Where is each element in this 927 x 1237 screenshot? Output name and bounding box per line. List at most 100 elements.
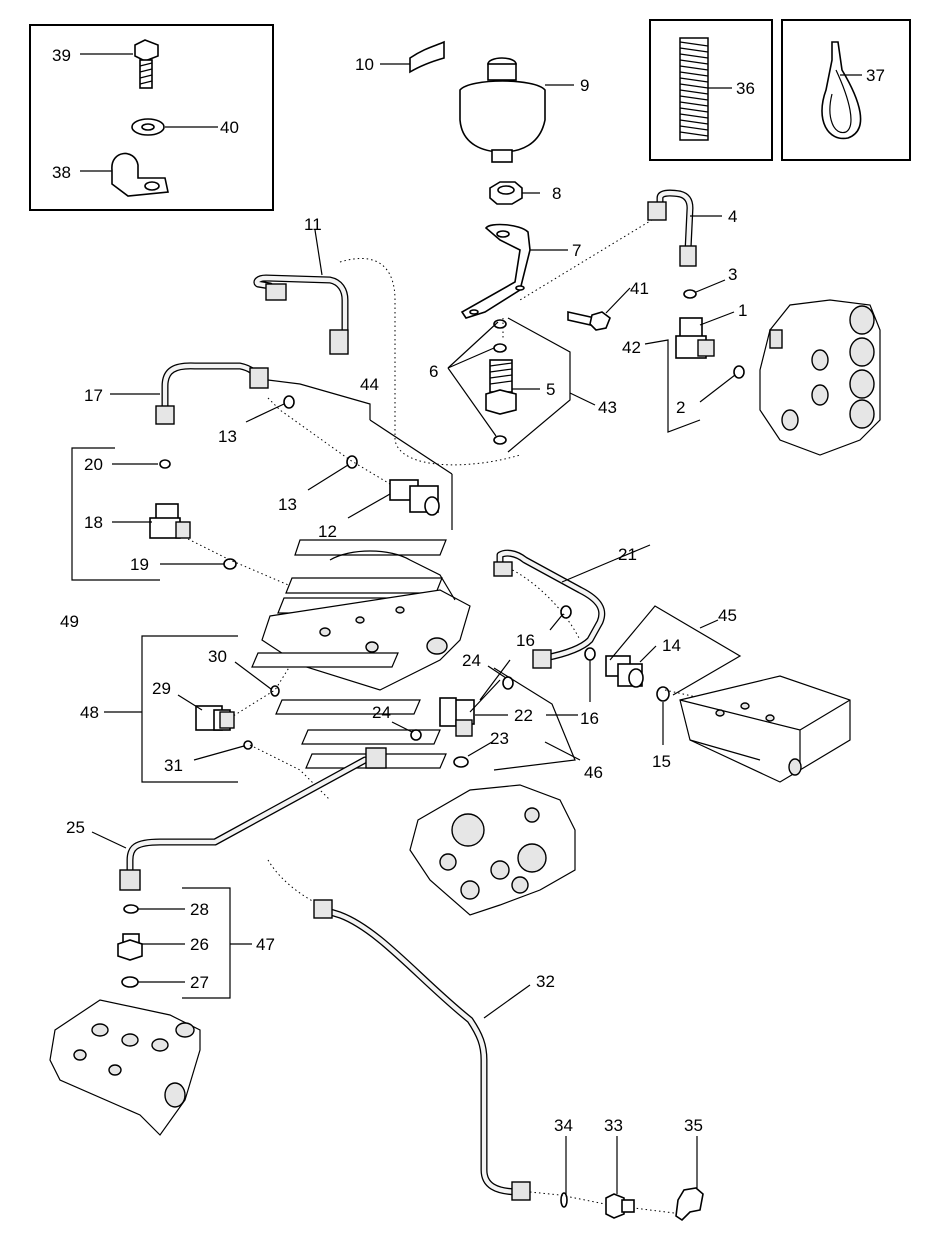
callout-29: 29 (152, 679, 171, 698)
part-29-elbow (195, 705, 235, 731)
valve-block-top-right (759, 299, 881, 456)
callout-44: 44 (360, 375, 379, 394)
part-10-label (409, 40, 445, 74)
inset-box-spring (649, 19, 773, 161)
valve-block-right (679, 675, 851, 783)
part-37-cable-tie (821, 41, 862, 140)
part-24b-oring (410, 729, 422, 741)
callout-19: 19 (130, 555, 149, 574)
callout-22: 22 (514, 706, 533, 725)
callout-11: 11 (304, 215, 322, 234)
part-2-oring (733, 365, 745, 379)
callout-12: 12 (318, 522, 337, 541)
pump-block-middle (409, 784, 576, 916)
callout-41: 41 (630, 279, 649, 298)
callout-24b: 24 (372, 703, 391, 722)
callout-32: 32 (536, 972, 555, 991)
callout-33: 33 (604, 1116, 623, 1135)
part-38-clamp (111, 152, 169, 197)
part-13a-oring (283, 395, 295, 409)
callout-13b: 13 (278, 495, 297, 514)
callout-8: 8 (552, 184, 561, 203)
callout-35: 35 (684, 1116, 703, 1135)
part-17-tube (155, 362, 269, 425)
part-4-tube (647, 189, 697, 267)
part-15-oring (656, 686, 670, 702)
part-11-tube (253, 274, 349, 355)
inset-box-hardware (29, 24, 274, 211)
callout-28: 28 (190, 900, 209, 919)
part-9-accumulator (459, 57, 546, 163)
inset-box-tie (781, 19, 911, 161)
callout-1: 1 (738, 301, 747, 320)
pump-block-lower-left (49, 999, 201, 1136)
callout-21: 21 (618, 545, 637, 564)
part-27-oring (121, 976, 139, 988)
callout-15: 15 (652, 752, 671, 771)
part-26-fitting (117, 933, 143, 961)
part-28-oring (123, 904, 139, 914)
part-14-fitting (605, 655, 644, 688)
part-21-tube (493, 549, 606, 669)
callout-36: 36 (736, 79, 755, 98)
part-40-washer (131, 118, 165, 136)
callout-10: 10 (355, 55, 374, 74)
callout-40: 40 (220, 118, 239, 137)
callout-42: 42 (622, 338, 641, 357)
callout-9: 9 (580, 76, 589, 95)
callout-16a: 16 (516, 631, 535, 650)
part-22-elbow (439, 697, 475, 737)
part-25-tube (119, 747, 387, 891)
callout-20: 20 (84, 455, 103, 474)
callout-26: 26 (190, 935, 209, 954)
callout-18: 18 (84, 513, 103, 532)
part-34-seal (560, 1192, 568, 1208)
callout-31: 31 (164, 756, 183, 775)
callout-38: 38 (52, 163, 71, 182)
part-16b-oring (584, 647, 596, 661)
part-41-bolt (567, 311, 611, 331)
callout-48: 48 (80, 703, 99, 722)
callout-37: 37 (866, 66, 885, 85)
part-13b-oring (346, 455, 358, 469)
callout-27: 27 (190, 973, 209, 992)
part-33-fitting (605, 1193, 635, 1219)
part-30-oring (270, 685, 280, 697)
callout-30: 30 (208, 647, 227, 666)
callout-24a: 24 (462, 651, 481, 670)
callout-16b: 16 (580, 709, 599, 728)
callout-5: 5 (546, 380, 555, 399)
valve-block-main (251, 539, 471, 769)
callout-47: 47 (256, 935, 275, 954)
part-5-fitting (485, 319, 517, 445)
callout-4: 4 (728, 207, 737, 226)
part-35-cap (675, 1187, 704, 1222)
part-16a-oring (560, 605, 572, 619)
part-8-nut (489, 181, 523, 205)
callout-3: 3 (728, 265, 737, 284)
part-23-oring (453, 756, 469, 768)
callout-2: 2 (676, 398, 685, 417)
part-18-elbow (149, 503, 191, 539)
callout-13a: 13 (218, 427, 237, 446)
part-32-tube (313, 899, 531, 1201)
part-12-fitting (389, 479, 440, 516)
callout-25: 25 (66, 818, 85, 837)
callout-7: 7 (572, 241, 581, 260)
callout-39: 39 (52, 46, 71, 65)
callout-labels: 39 40 38 36 37 10 9 8 7 4 3 41 1 42 11 6… (52, 46, 885, 1135)
callout-14: 14 (662, 636, 681, 655)
callout-49: 49 (60, 612, 79, 631)
callout-34: 34 (554, 1116, 573, 1135)
part-36-spring (679, 37, 709, 141)
callout-17: 17 (84, 386, 103, 405)
callout-46: 46 (584, 763, 603, 782)
callout-23: 23 (490, 729, 509, 748)
part-1-elbow (675, 317, 715, 359)
leader-lines (71, 63, 742, 1194)
part-19-oring (223, 558, 237, 570)
part-7-bracket (460, 223, 531, 319)
part-20-oring (159, 459, 171, 469)
part-3-oring (683, 289, 697, 299)
